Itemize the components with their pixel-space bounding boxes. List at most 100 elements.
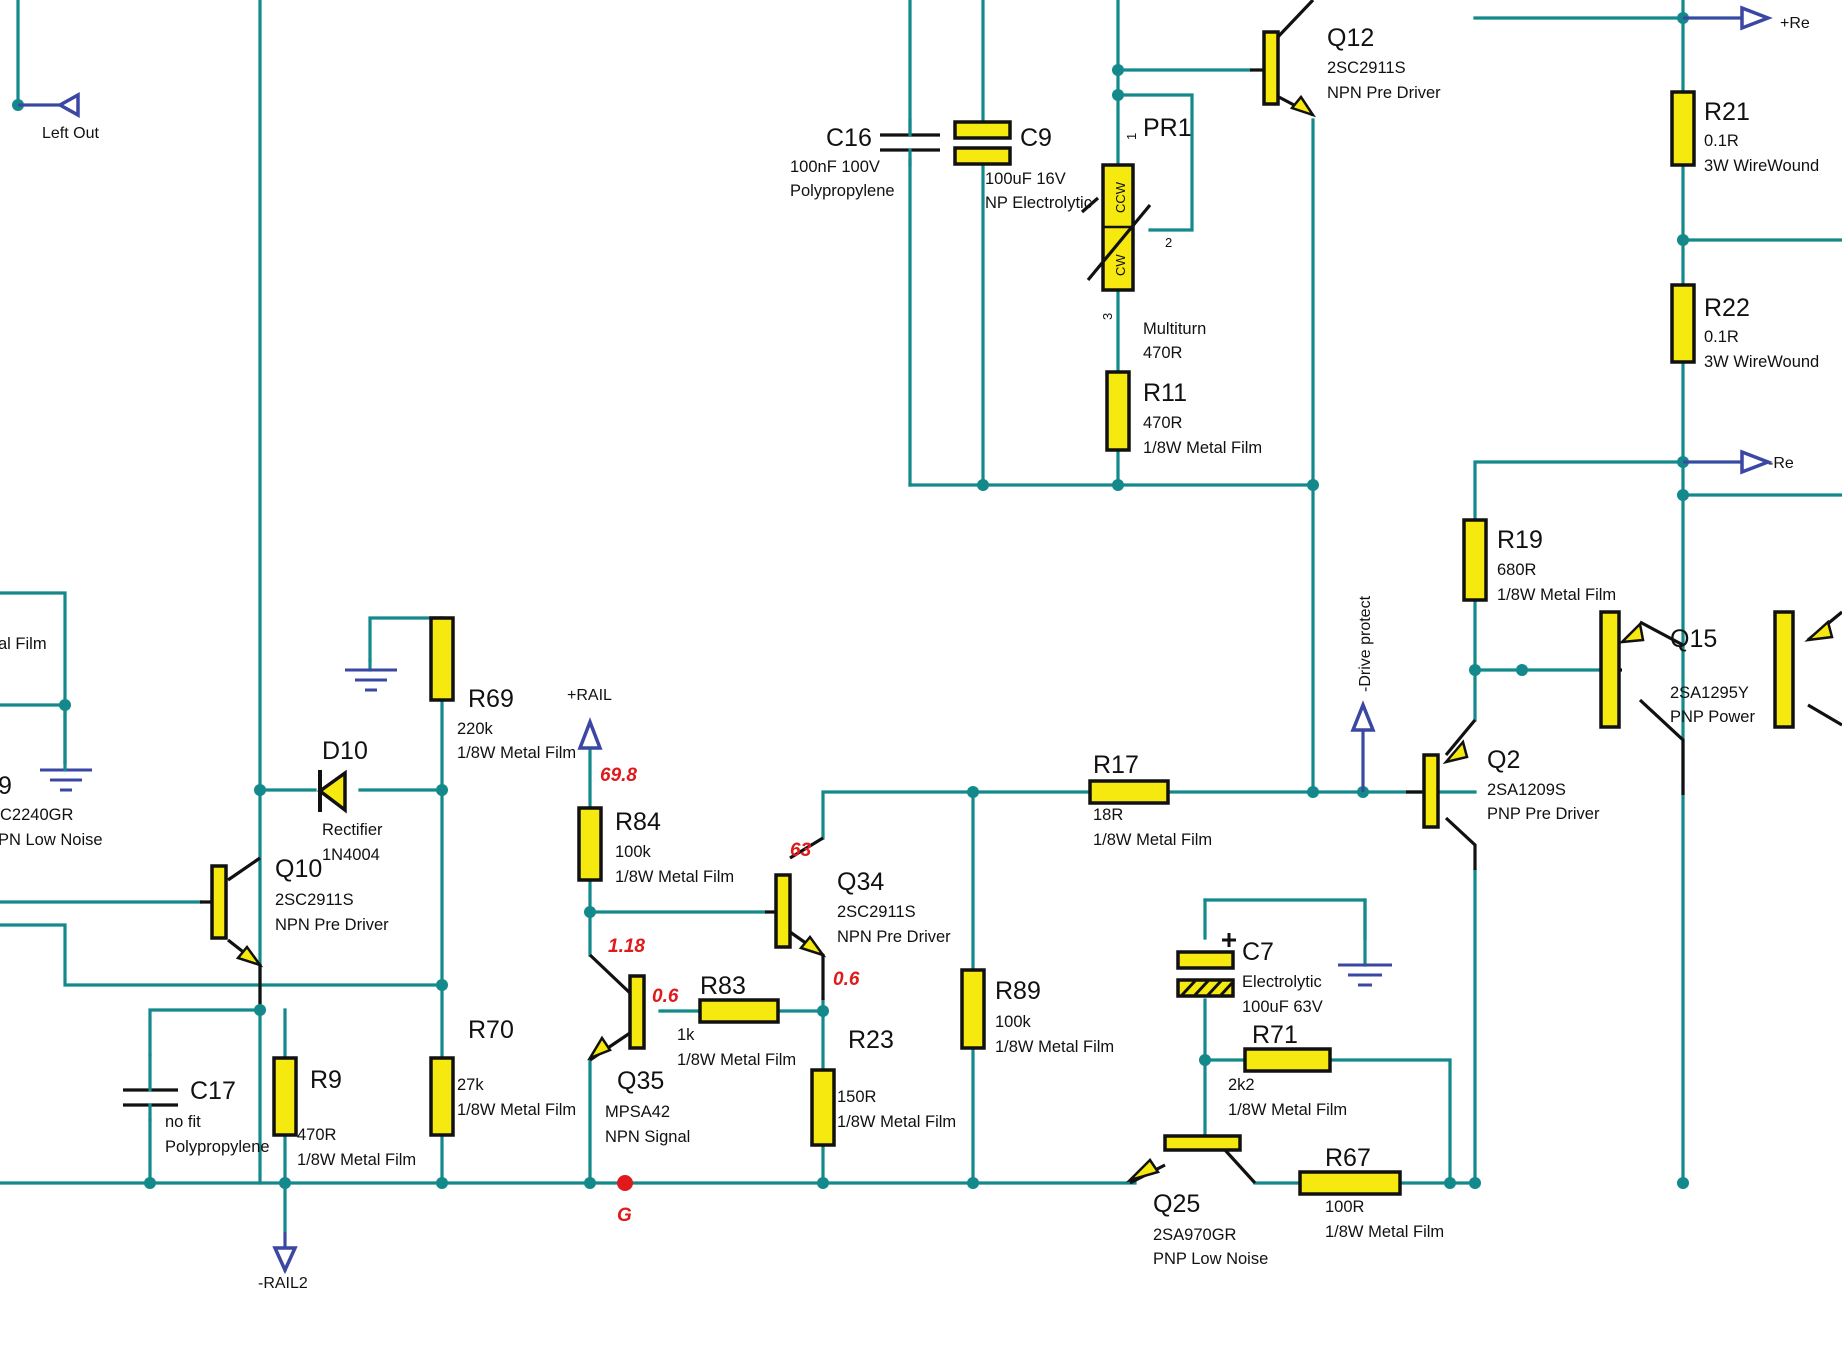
r22-type: 3W WireWound bbox=[1704, 353, 1819, 371]
port-label-minus-rail2: -RAIL2 bbox=[258, 1275, 308, 1292]
capacitor-c9 bbox=[953, 120, 1012, 166]
pr1-pin1: 1 bbox=[1124, 133, 1139, 140]
ground-label-g: G bbox=[617, 1205, 632, 1226]
diode-d10 bbox=[317, 769, 347, 814]
transistor-q35 bbox=[587, 974, 646, 1061]
r83-value: 1k bbox=[677, 1026, 695, 1044]
c9-value: 100uF 16V bbox=[985, 170, 1066, 188]
r22-ref: R22 bbox=[1704, 294, 1750, 322]
r84-type: 1/8W Metal Film bbox=[615, 868, 734, 886]
transistor-q34 bbox=[774, 873, 827, 958]
pr1-ccw: CCW bbox=[1113, 181, 1128, 213]
port-plus-rail bbox=[577, 717, 603, 750]
r70-ref: R70 bbox=[468, 1016, 514, 1044]
ground-symbol-c7 bbox=[1338, 898, 1392, 987]
q34-type: NPN Pre Driver bbox=[837, 928, 951, 946]
c16-value: 100nF 100V bbox=[790, 158, 880, 176]
r89-type: 1/8W Metal Film bbox=[995, 1038, 1114, 1056]
r89-ref: R89 bbox=[995, 977, 1041, 1005]
r69-value: 220k bbox=[457, 720, 494, 738]
q15-type: PNP Power bbox=[1670, 708, 1755, 726]
resistor-r9 bbox=[272, 1056, 298, 1137]
q2-part: 2SA1209S bbox=[1487, 781, 1566, 799]
port-left-out bbox=[18, 92, 80, 118]
partial-film-label: al Film bbox=[0, 635, 47, 653]
r23-value: 150R bbox=[837, 1088, 877, 1106]
junction-dots bbox=[12, 12, 1689, 1191]
q35-type: NPN Signal bbox=[605, 1128, 690, 1146]
port-label-minus-re: -Re bbox=[1768, 455, 1794, 472]
q25-ref: Q25 bbox=[1153, 1190, 1200, 1218]
q12-ref: Q12 bbox=[1327, 24, 1374, 52]
transistor-q12 bbox=[1262, 30, 1317, 118]
q25-part: 2SA970GR bbox=[1153, 1226, 1237, 1244]
voltage-r84-top: 69.8 bbox=[600, 765, 637, 786]
port-label-left-out: Left Out bbox=[42, 125, 99, 142]
resistor-r21 bbox=[1670, 90, 1696, 167]
resistor-r71 bbox=[1243, 1047, 1332, 1073]
port-label-plus-re: +Re bbox=[1780, 15, 1810, 32]
r84-value: 100k bbox=[615, 843, 652, 861]
c9-type: NP Electrolytic bbox=[985, 194, 1092, 212]
q2-type: PNP Pre Driver bbox=[1487, 805, 1600, 823]
r17-type: 1/8W Metal Film bbox=[1093, 831, 1212, 849]
voltage-q35-base: 1.18 bbox=[608, 936, 645, 957]
q2-ref: Q2 bbox=[1487, 746, 1520, 774]
partial-q-ref: 9 bbox=[0, 772, 12, 800]
pr1-type: Multiturn bbox=[1143, 320, 1206, 338]
voltage-q35-collector: 0.6 bbox=[652, 986, 679, 1007]
r70-type: 1/8W Metal Film bbox=[457, 1101, 576, 1119]
q10-part: 2SC2911S bbox=[275, 891, 354, 909]
c7-ref: C7 bbox=[1242, 938, 1274, 966]
c9-ref: C9 bbox=[1020, 124, 1052, 152]
c17-ref: C17 bbox=[190, 1077, 236, 1105]
q10-ref: Q10 bbox=[275, 855, 322, 883]
q15-ref: Q15 bbox=[1670, 625, 1717, 653]
r21-ref: R21 bbox=[1704, 98, 1750, 126]
r71-value: 2k2 bbox=[1228, 1076, 1255, 1094]
pr1-value: 470R bbox=[1143, 344, 1183, 362]
r11-ref: R11 bbox=[1143, 379, 1187, 407]
pr1-pin2: 2 bbox=[1165, 235, 1172, 250]
r19-type: 1/8W Metal Film bbox=[1497, 586, 1616, 604]
port-drive-protect bbox=[1350, 700, 1376, 792]
c17-value: no fit bbox=[165, 1113, 201, 1131]
r22-value: 0.1R bbox=[1704, 328, 1739, 346]
q15-part: 2SA1295Y bbox=[1670, 684, 1749, 702]
port-label-plus-rail: +RAIL bbox=[567, 687, 612, 704]
r9-value: 470R bbox=[297, 1126, 337, 1144]
q35-part: MPSA42 bbox=[605, 1103, 670, 1121]
voltage-q34-collector: 63 bbox=[790, 840, 812, 861]
r19-value: 680R bbox=[1497, 561, 1537, 579]
resistor-r89 bbox=[960, 968, 986, 1050]
r83-ref: R83 bbox=[700, 972, 746, 1000]
r70-value: 27k bbox=[457, 1076, 484, 1094]
c17-type: Polypropylene bbox=[165, 1138, 270, 1156]
transistor-q10 bbox=[210, 864, 264, 968]
r69-type: 1/8W Metal Film bbox=[457, 744, 576, 762]
r23-type: 1/8W Metal Film bbox=[837, 1113, 956, 1131]
r67-ref: R67 bbox=[1325, 1144, 1371, 1172]
r89-value: 100k bbox=[995, 1013, 1032, 1031]
capacitor-c17 bbox=[123, 1053, 178, 1122]
resistor-r19 bbox=[1462, 518, 1488, 602]
pr1-ref: PR1 bbox=[1143, 114, 1192, 142]
capacitors bbox=[123, 118, 1236, 1122]
transistor-q15 bbox=[1599, 610, 1645, 729]
resistor-r11 bbox=[1105, 370, 1131, 452]
potentiometer-pr1 bbox=[1080, 163, 1152, 292]
partial-q-part: C2240GR bbox=[0, 806, 73, 824]
transistor-q15b-partial bbox=[1773, 610, 1834, 729]
r71-ref: R71 bbox=[1252, 1021, 1298, 1049]
r23-ref: R23 bbox=[848, 1026, 894, 1054]
r83-type: 1/8W Metal Film bbox=[677, 1051, 796, 1069]
resistor-r69 bbox=[429, 616, 455, 702]
ground-reference-dot bbox=[617, 1175, 633, 1191]
q12-type: NPN Pre Driver bbox=[1327, 84, 1441, 102]
r11-value: 470R bbox=[1143, 414, 1183, 432]
voltage-q34-emitter: 0.6 bbox=[833, 969, 860, 990]
wires bbox=[0, 0, 1842, 1272]
resistor-r17 bbox=[1088, 779, 1170, 805]
resistor-r23 bbox=[810, 1068, 836, 1147]
resistor-r67 bbox=[1298, 1170, 1402, 1196]
